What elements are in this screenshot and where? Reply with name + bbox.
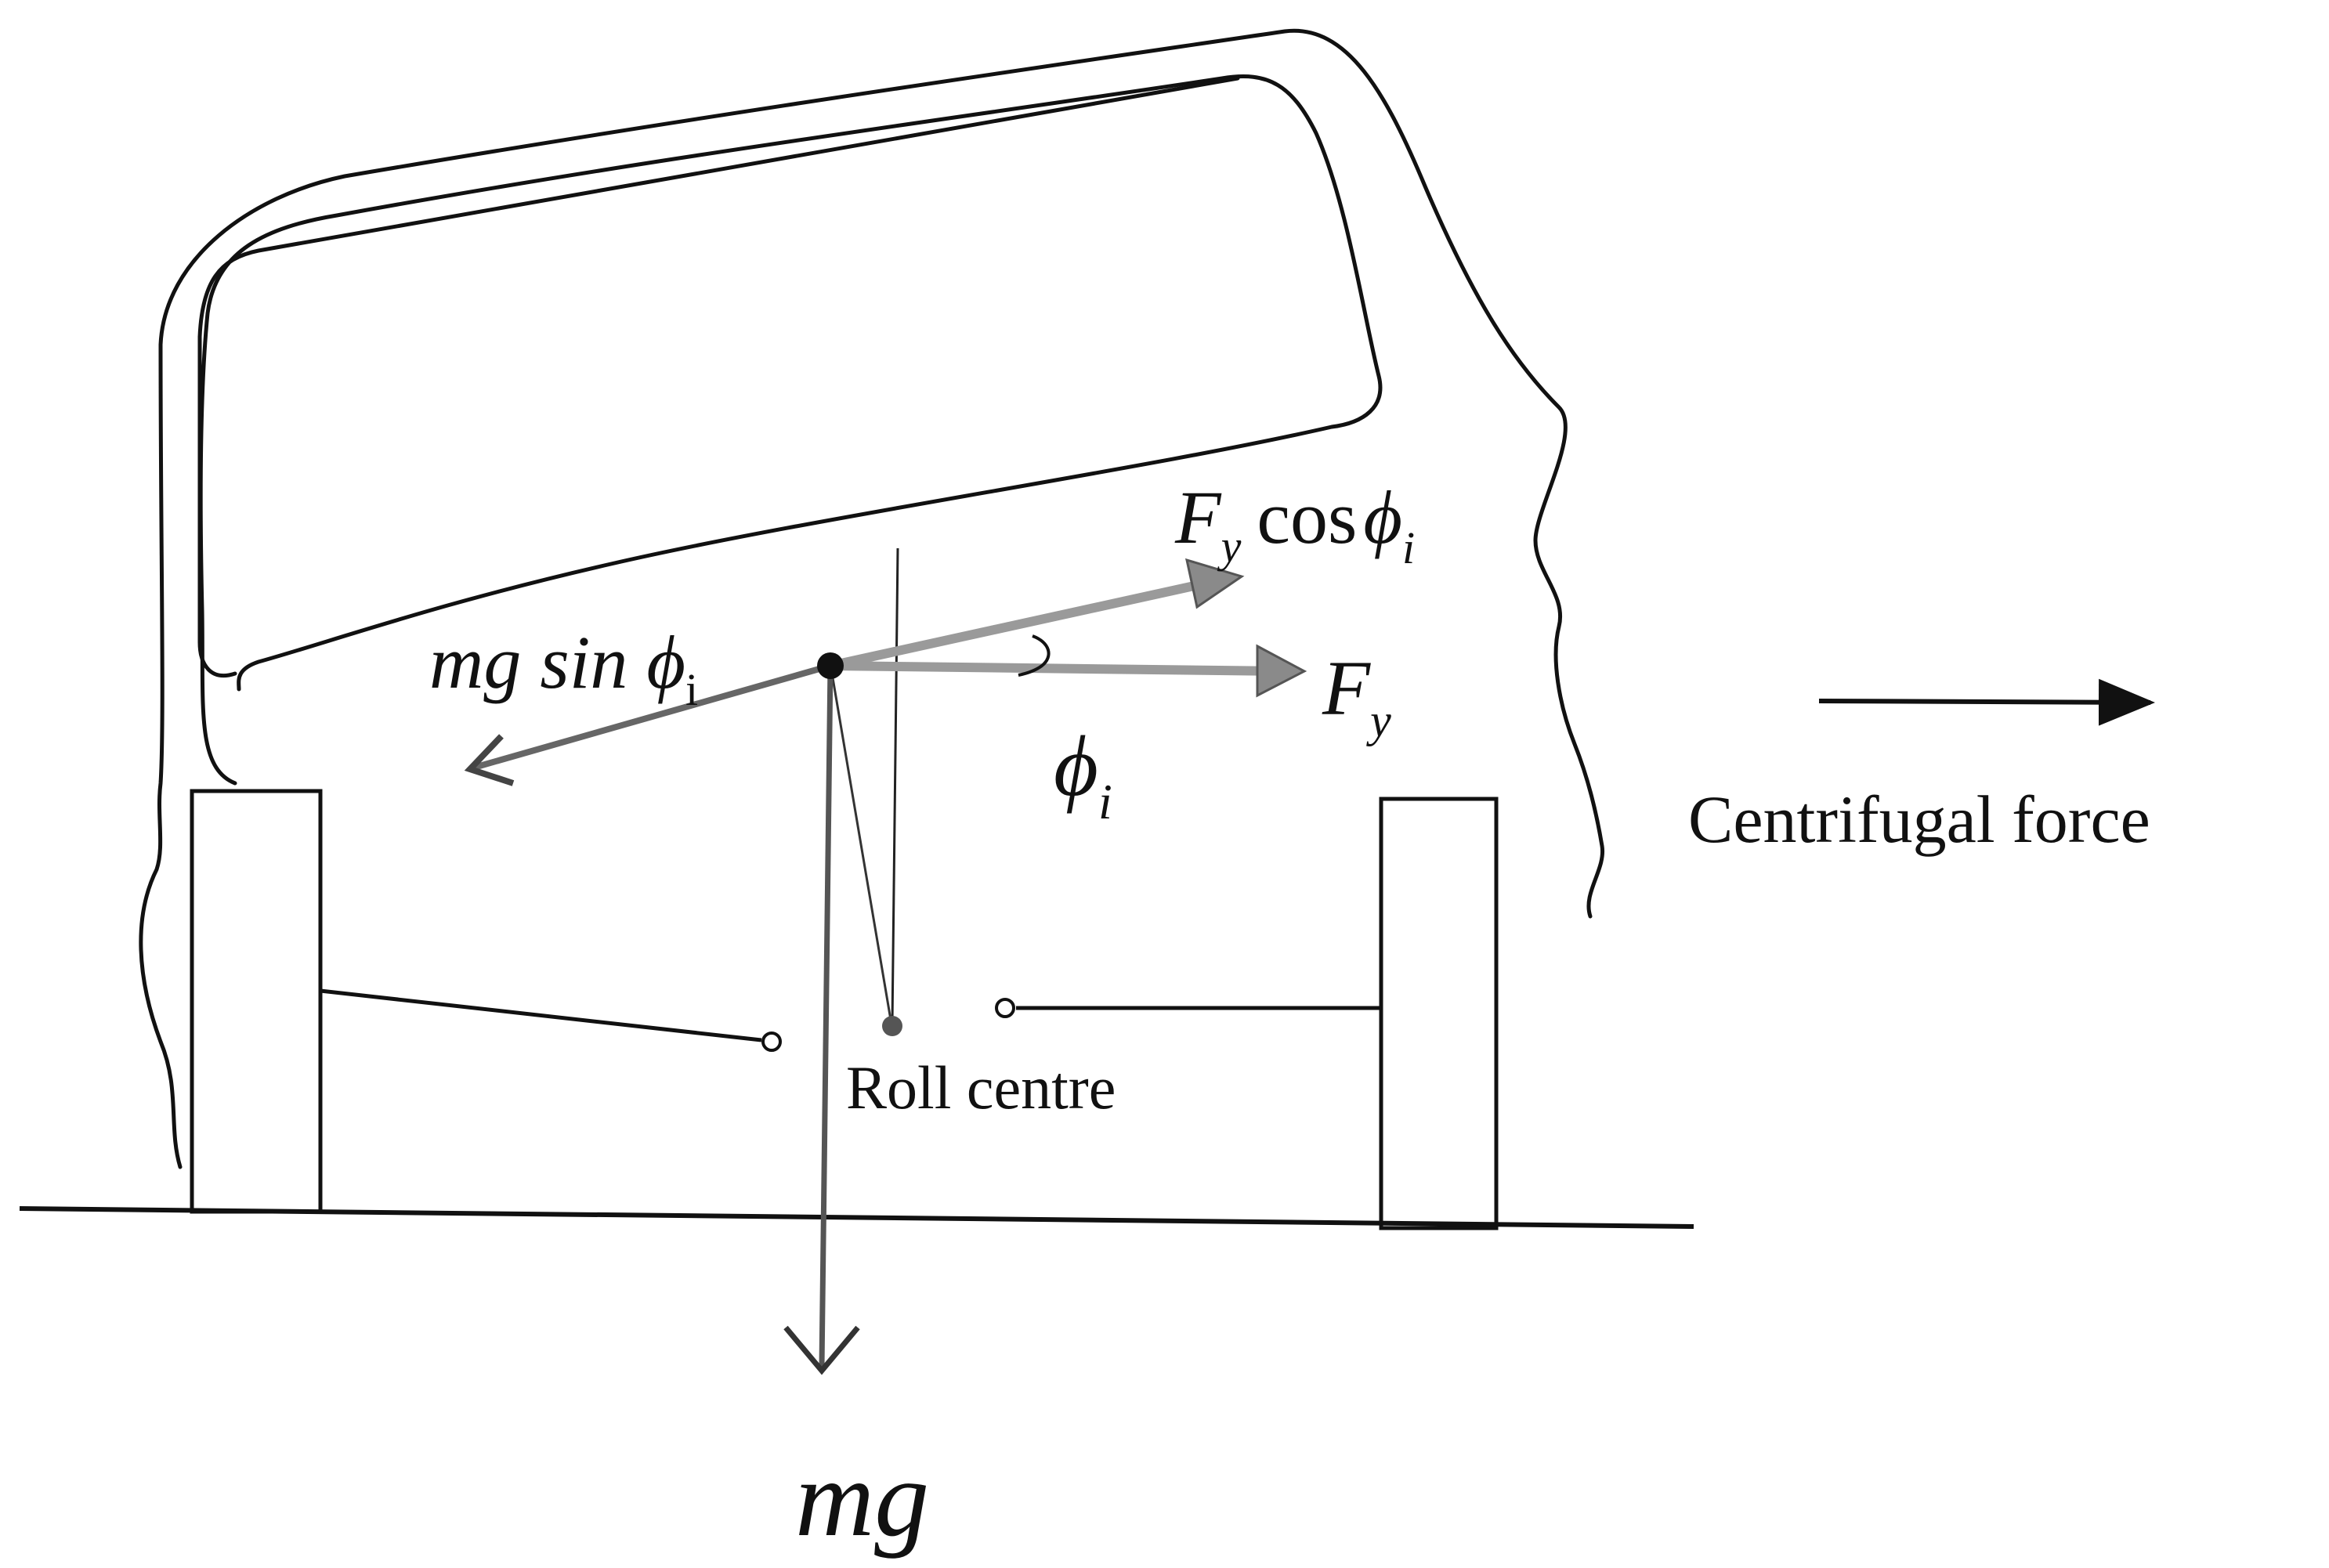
roll-arm-line: [829, 663, 893, 1025]
phi-i-label: ϕi: [1054, 718, 1112, 829]
vertical-reference-line: [891, 547, 899, 1025]
mg-sin-arrow-head: [464, 734, 515, 786]
mg-sin-phi-label: mg sin ϕi: [429, 620, 698, 715]
mg-label: mg: [795, 1438, 929, 1559]
fy-arrow-head: [1256, 644, 1307, 698]
center-of-gravity-point: [817, 652, 844, 679]
fy-label: Fy: [1322, 645, 1391, 746]
fy-cos-arrow-shaft: [829, 573, 1231, 670]
left-wheel: [190, 789, 323, 1214]
car-body: [139, 28, 1605, 1169]
mg-arrow-shaft: [819, 663, 834, 1367]
mg-arrow-head: [783, 1325, 860, 1375]
centrifugal-force-label: Centrifugal force: [1688, 782, 2150, 857]
angle-arc: [1018, 634, 1051, 677]
left-link-pivot: [761, 1031, 782, 1052]
left-suspension-link: [320, 988, 762, 1042]
car-roof-outer: [139, 28, 1605, 1169]
car-window: [197, 76, 1240, 678]
roll-centre-label: Roll centre: [846, 1053, 1116, 1122]
right-wheel: [1379, 797, 1499, 1230]
centrifugal-arrow: [1818, 678, 2155, 726]
right-link-pivot: [995, 998, 1015, 1018]
fy-arrow-shaft: [830, 661, 1286, 676]
mg-sin-arrow-shaft: [472, 663, 832, 771]
fy-cos-arrow-head: [1184, 558, 1245, 609]
car-roof-inner: [198, 74, 1383, 786]
ground-line: [19, 1206, 1694, 1229]
roll-centre-point: [882, 1016, 902, 1036]
